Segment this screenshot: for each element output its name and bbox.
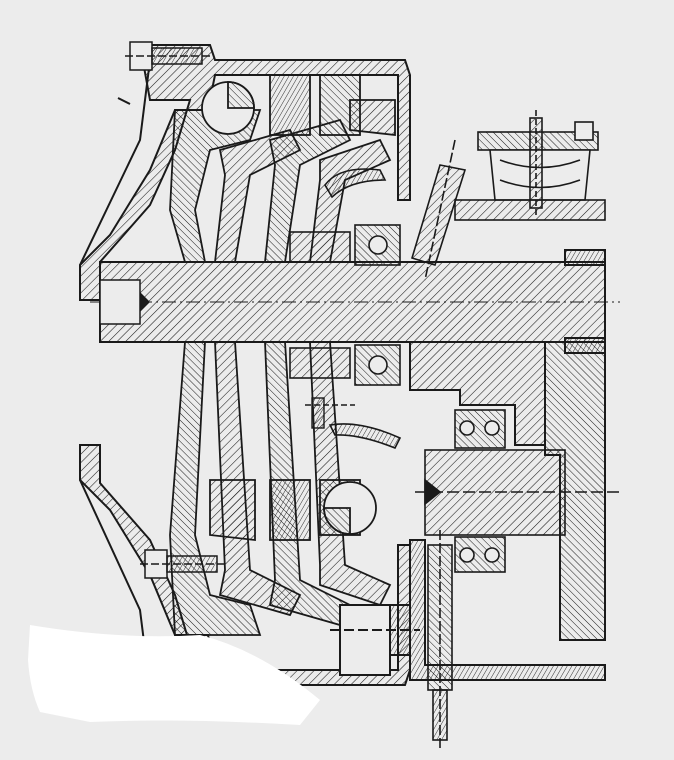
- main-shaft: [90, 261, 620, 343]
- vertical-spindle: [427, 530, 453, 750]
- ball-bearing-lower: [289, 344, 401, 386]
- lower-seal-lever: [328, 423, 402, 450]
- ball-bearing-upper: [289, 224, 401, 266]
- left-tick-mark: [117, 97, 131, 105]
- flange-bolt-top: [125, 41, 210, 71]
- top-gauge-assembly: [454, 110, 606, 221]
- small-fitting: [305, 397, 355, 429]
- flange-bolt-bottom: [140, 549, 225, 579]
- gear-bearing-block: [415, 409, 620, 573]
- upper-seal-lever: [324, 168, 387, 199]
- angled-pin: [411, 139, 467, 281]
- torn-paper-patch: [28, 625, 320, 725]
- outlet-pipe: [330, 539, 606, 681]
- right-coupling-housing: [409, 249, 606, 641]
